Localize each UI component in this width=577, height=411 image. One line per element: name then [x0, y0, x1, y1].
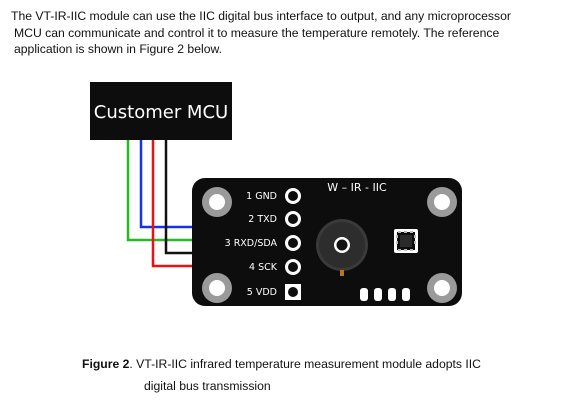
pin-label-1: 1 GND [246, 191, 277, 202]
caption-line-2: digital bus transmission [144, 379, 271, 393]
pin-label-4: 4 SCK [249, 262, 278, 273]
mounting-hole-top-right [427, 187, 457, 217]
mounting-hole-top-left [202, 187, 232, 217]
pin-pad-1 [285, 188, 301, 204]
intro-line-2: MCU can communicate and control it to me… [14, 25, 500, 40]
customer-mcu-box: Customer MCU [90, 82, 232, 140]
mcu-box-shape [90, 82, 232, 140]
mcu-label: Customer MCU [94, 102, 228, 123]
wire-green-rxd [126, 140, 205, 242]
wire-red-vdd [151, 140, 205, 268]
pin-label-3: 3 RXD/SDA [225, 238, 278, 249]
wire-blue-txd [139, 140, 205, 229]
pin-pad-2 [285, 211, 301, 227]
mounting-hole-bottom-left [202, 273, 232, 303]
intro-line-3: application is shown in Figure 2 below. [14, 42, 222, 56]
ir-sensor-icon [316, 219, 368, 276]
pin-pad-5-square [285, 284, 301, 300]
figure-caption: Figure 2. VT-IR-IIC infrared temperature… [82, 353, 572, 397]
board-title: W – IR - IIC [327, 181, 387, 194]
solder-pads-row [360, 288, 410, 301]
caption-text: . VT-IR-IIC infrared temperature measure… [129, 357, 481, 371]
intro-paragraph: The VT-IR-IIC module can use the IIC dig… [11, 8, 571, 58]
pin-pad-4 [285, 259, 301, 275]
intro-line-1: The VT-IR-IIC module can use the IIC dig… [11, 9, 511, 23]
pin-label-2: 2 TXD [248, 214, 277, 225]
caption-line-1: Figure 2. VT-IR-IIC infrared temperature… [82, 353, 572, 375]
pin-pad-3 [285, 235, 301, 251]
chip-icon [394, 229, 418, 253]
pin-label-5: 5 VDD [247, 287, 277, 298]
figure-label: Figure 2 [82, 357, 130, 371]
ir-module-board: W – IR - IIC 1 GND 2 TXD 3 RXD/SDA 4 SCK… [192, 178, 462, 306]
mounting-hole-bottom-right [427, 273, 457, 303]
